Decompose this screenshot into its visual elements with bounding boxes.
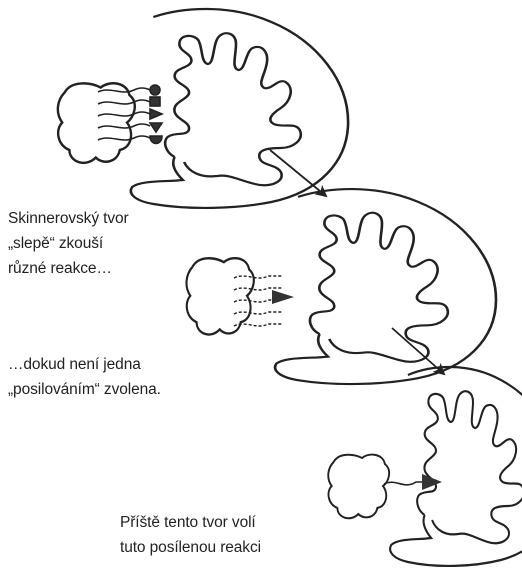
caption-1-line-1: Skinnerovský tvor [8,206,129,231]
creature-3 [390,367,522,566]
caption-3-line-1: Příště tento tvor volí [120,510,261,535]
caption-chosen-response: Příště tento tvor volí tuto posílenou re… [120,510,261,560]
caption-2-line-1: …dokud není jedna [8,352,161,377]
caption-1-line-3: různé reakce… [8,256,129,281]
environment-1 [58,83,135,163]
caption-3-line-2: tuto posílenou reakci [120,535,261,560]
chosen-response-3 [384,474,442,490]
environment-3 [328,455,389,519]
caption-reinforcement: …dokud není jedna „posilováním“ zvolena. [8,352,161,402]
caption-2-line-2: „posilováním“ zvolena. [8,377,161,402]
caption-1-line-2: „slepě“ zkouší [8,231,129,256]
caption-blind-trials: Skinnerovský tvor „slepě“ zkouší různé r… [8,206,129,281]
reinforced-response-2 [272,290,294,304]
environment-2 [186,258,253,334]
arrow-1 [270,150,326,196]
creature-1 [131,9,348,208]
creature-2 [275,189,496,384]
